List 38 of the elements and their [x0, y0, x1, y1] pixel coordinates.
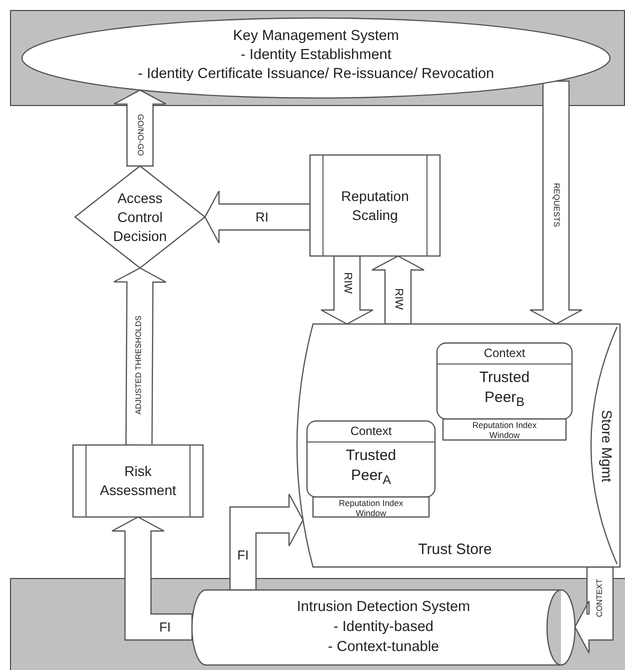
- window-label: Reputation Index Window: [338, 498, 404, 518]
- cylinder-shape: [192, 590, 575, 665]
- node-title: Trust Store: [417, 541, 493, 558]
- node-title: Key Management System: [232, 27, 400, 46]
- card-header: Context: [482, 346, 526, 360]
- edge-label: RI: [256, 210, 268, 224]
- bullet-text: - Context-tunable: [326, 638, 440, 657]
- edge-label: GO/NO-GO: [136, 114, 144, 156]
- node-label: Access Control Decision: [112, 188, 168, 246]
- edge-label: RIW: [392, 288, 404, 310]
- card-header: Context: [349, 424, 393, 438]
- edge-label: REQUESTS: [552, 183, 560, 227]
- process-box: [310, 155, 440, 256]
- edge-label: ADJUSTED THRESHOLDS: [135, 316, 143, 414]
- system-ellipse: [22, 18, 610, 98]
- block-arrow: [529, 80, 583, 325]
- side-label: Store Mgmt: [599, 409, 615, 482]
- bullet-text: - Identity Establishment: [240, 46, 392, 65]
- bullet-text: - Identity-based: [332, 618, 434, 637]
- window-label: Reputation Index Window: [471, 420, 538, 440]
- bullet-text: - Identity Certificate Issuance/ Re-issuance/ Revocation: [136, 65, 496, 84]
- edge-label: FI: [237, 548, 249, 562]
- decision-diamond: [75, 166, 205, 268]
- card-title: Trusted Peer$_{B}$: [478, 368, 531, 411]
- peer-card: [307, 421, 435, 517]
- node-title: Intrusion Detection System: [296, 598, 472, 617]
- block-arrow: [229, 493, 304, 591]
- edge-label: FI: [159, 620, 171, 634]
- node-label: Reputation Scaling: [340, 186, 410, 224]
- block-arrow: [111, 516, 193, 641]
- node-label: Risk Assessment: [98, 462, 178, 500]
- store-shape: [295, 324, 620, 567]
- process-box: [73, 445, 203, 517]
- peer-card: [437, 343, 572, 440]
- edge-label: CONTEXT: [596, 578, 604, 618]
- card-title: Trusted Peer$_{A}$: [344, 446, 398, 489]
- block-arrow: [204, 190, 311, 244]
- edge-label: RIW: [342, 272, 352, 294]
